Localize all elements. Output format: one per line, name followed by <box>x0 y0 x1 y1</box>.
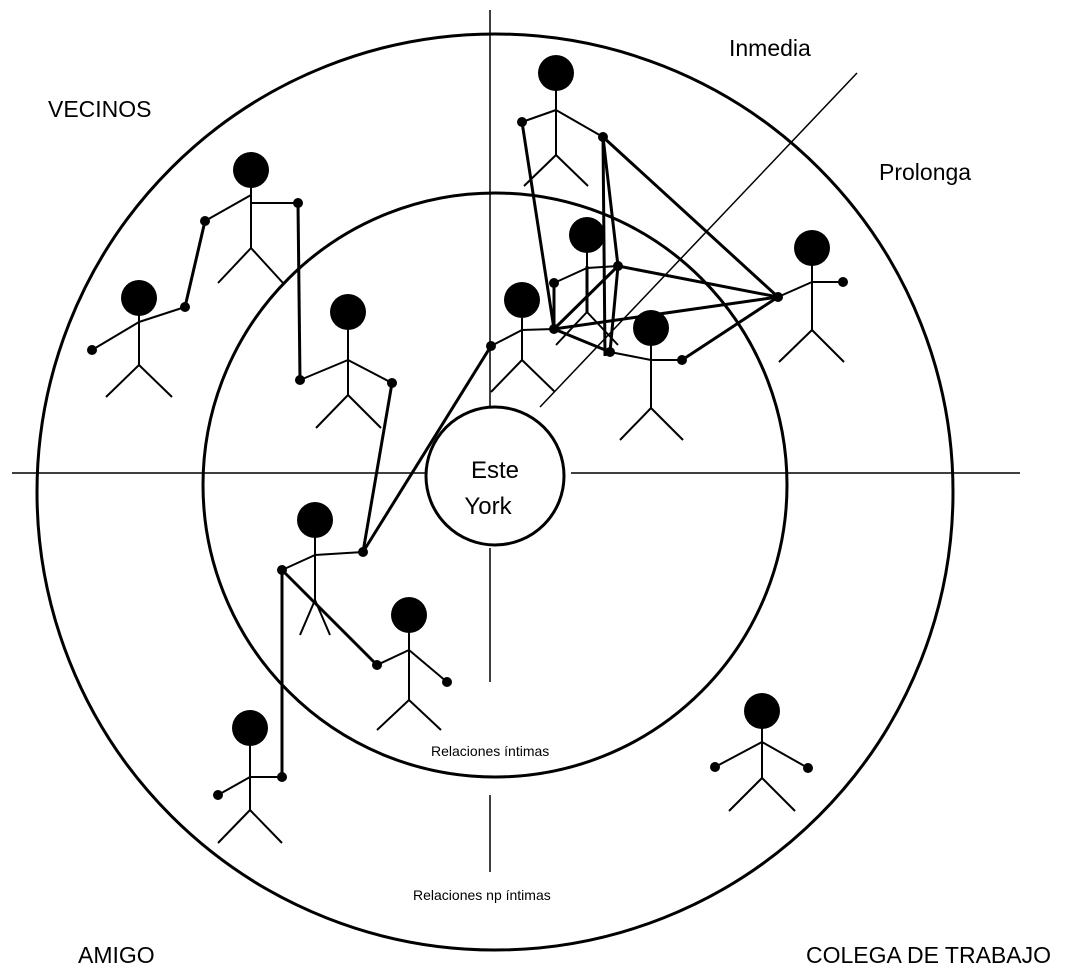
heads <box>121 55 830 746</box>
axis-label-prolonga: Prolonga <box>879 159 971 185</box>
person-3 <box>299 330 393 429</box>
outer-ring <box>35 32 955 952</box>
center-label-line2: York <box>464 493 512 520</box>
center-circle <box>424 405 566 547</box>
person-11 <box>217 745 283 844</box>
person-5 <box>521 90 604 187</box>
center-label-line1: Este <box>471 457 519 484</box>
person-7 <box>609 345 684 441</box>
ring-label-inner: Relaciones íntimas <box>431 743 549 759</box>
quadrant-label-colega: COLEGA DE TRABAJO <box>806 942 1051 968</box>
quadrant-label-vecinos: VECINOS <box>48 96 152 122</box>
ring-label-outer: Relaciones np íntimas <box>413 887 551 903</box>
person-12 <box>714 728 809 812</box>
quadrant-label-amigo: AMIGO <box>78 942 155 968</box>
axis-diagonal <box>539 72 858 408</box>
person-2 <box>91 306 186 398</box>
person-10 <box>376 632 448 731</box>
person-6 <box>553 252 619 346</box>
inner-ring <box>201 191 789 779</box>
person-1 <box>204 188 298 284</box>
people <box>91 90 845 844</box>
connections <box>183 121 780 777</box>
person-4 <box>490 318 556 393</box>
person-8 <box>777 265 845 363</box>
joint-dots <box>87 117 848 800</box>
person-9 <box>281 535 364 636</box>
axis-label-inmedia: Inmedia <box>729 35 811 61</box>
